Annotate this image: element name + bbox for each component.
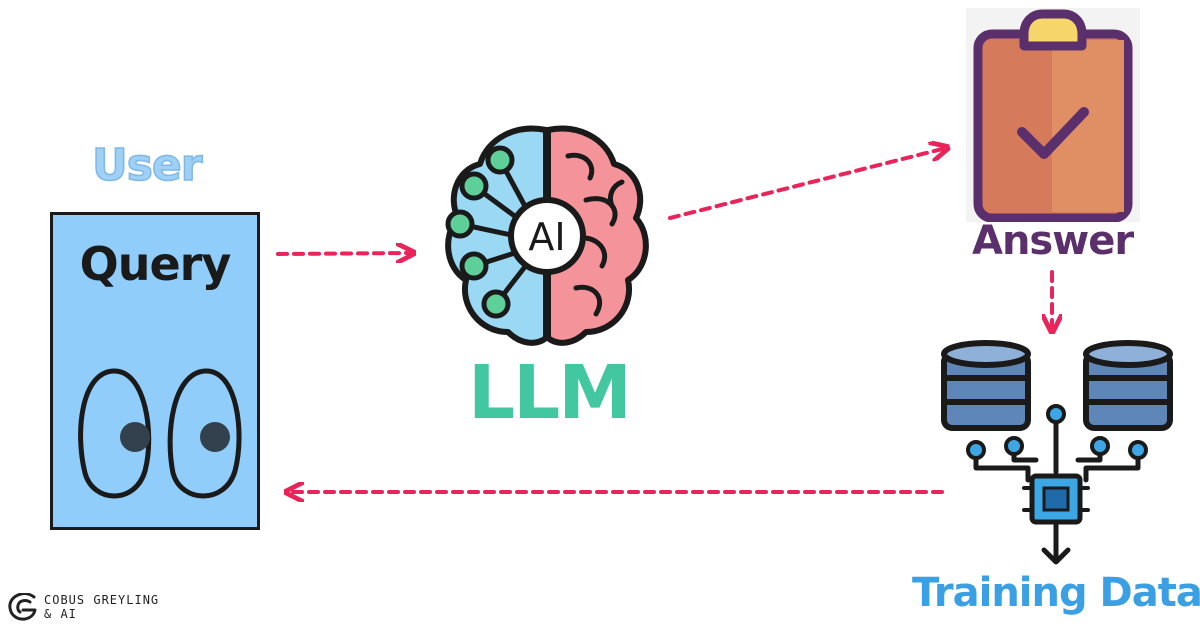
brand-line1: COBUS GREYLING xyxy=(44,593,160,607)
query-card: Query xyxy=(50,212,260,530)
eyes-icon xyxy=(78,368,242,499)
cobus-greyling-logo-icon xyxy=(8,593,37,621)
clipboard-check-icon xyxy=(966,8,1140,222)
answer-label: Answer xyxy=(972,218,1134,264)
llm-label: LLM xyxy=(468,350,632,436)
brand-text: COBUS GREYLING & AI xyxy=(44,593,159,621)
query-label: Query xyxy=(79,237,232,291)
arrow-llm-to-answer xyxy=(668,148,946,220)
ai-badge-text: AI xyxy=(528,215,565,259)
training-data-label: Training Data xyxy=(912,570,1200,616)
brand-line2: & AI xyxy=(44,607,77,621)
ai-brain-icon: AI xyxy=(445,125,649,346)
arrow-query-to-llm xyxy=(276,253,412,254)
user-label: User xyxy=(91,139,203,192)
database-chip-icon xyxy=(941,340,1173,565)
